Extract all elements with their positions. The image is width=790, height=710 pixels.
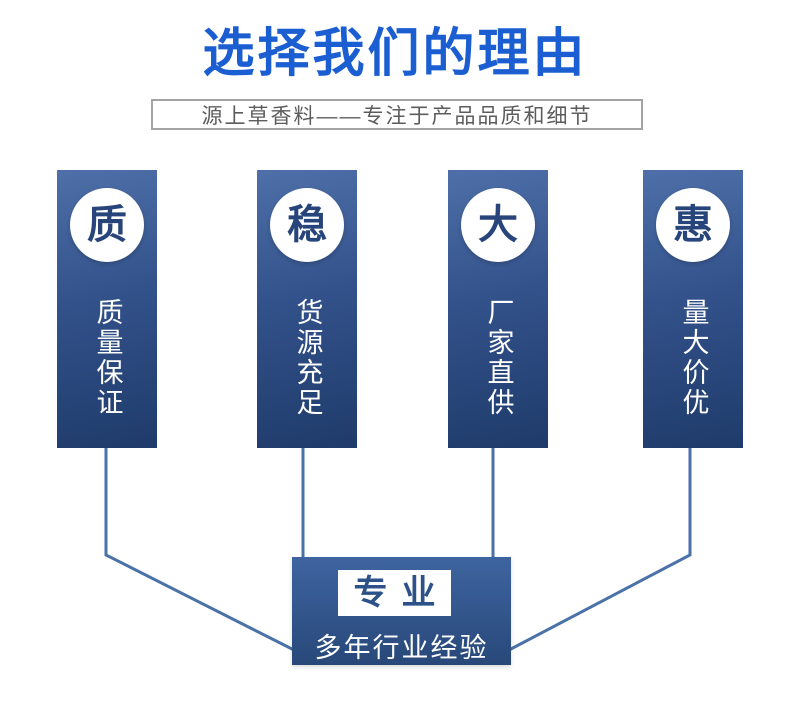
pillar-supply-label: 货源充足 <box>292 298 323 418</box>
page-title: 选择我们的理由 <box>202 25 588 83</box>
summary-badge-text: 专业 <box>353 574 450 612</box>
subtitle-text: 源上草香料——专注于产品品质和细节 <box>201 104 593 128</box>
pillar-supply: 稳 货源充足 <box>257 170 357 448</box>
summary-box: 专业 多年行业经验 <box>292 557 511 665</box>
price-badge-char: 惠 <box>673 203 713 247</box>
summary-badge: 专业 <box>338 570 451 616</box>
pillar-price: 惠 量大价优 <box>643 170 743 448</box>
factory-badge-circle: 大 <box>461 188 535 262</box>
connector-pillar-quality <box>104 448 295 652</box>
pillar-factory-label: 厂家直供 <box>483 298 514 418</box>
supply-badge-char: 稳 <box>287 203 327 247</box>
pillar-quality: 质 质量保证 <box>57 170 157 448</box>
pillar-quality-label: 质量保证 <box>92 298 123 418</box>
factory-badge-char: 大 <box>478 203 518 247</box>
subtitle-box: 源上草香料——专注于产品品质和细节 <box>151 99 643 130</box>
pillar-factory: 大 厂家直供 <box>448 170 548 448</box>
summary-label: 多年行业经验 <box>314 633 489 663</box>
price-badge-circle: 惠 <box>656 188 730 262</box>
quality-badge-circle: 质 <box>70 188 144 262</box>
quality-badge-char: 质 <box>87 203 127 247</box>
supply-badge-circle: 稳 <box>270 188 344 262</box>
connector-pillar-price <box>508 448 692 652</box>
pillar-price-label: 量大价优 <box>678 298 709 418</box>
